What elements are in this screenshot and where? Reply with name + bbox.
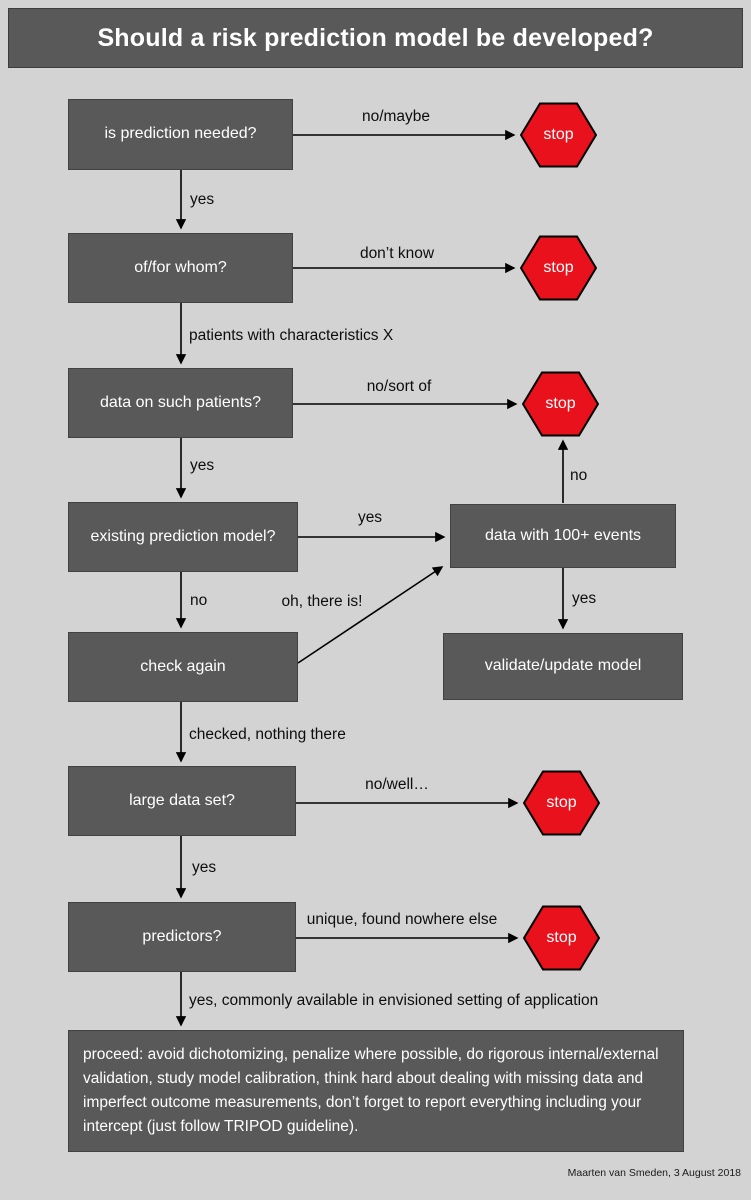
node-label: is prediction needed? [104, 125, 257, 143]
credit-text: Maarten van Smeden, 3 August 2018 [567, 1167, 741, 1179]
node-label: of/for whom? [134, 258, 227, 276]
node-proceed-advice: proceed: avoid dichotomizing, penalize w… [68, 1030, 684, 1152]
node-is-prediction-needed: is prediction needed? [68, 99, 293, 170]
node-label: predictors? [142, 927, 222, 945]
stop-label: stop [546, 794, 577, 811]
node-check-again: check again [68, 632, 298, 702]
stop-sign-4: stop [523, 770, 600, 836]
stop-label: stop [546, 929, 577, 946]
edge-label-patients-characteristics: patients with characteristics X [189, 327, 394, 344]
edge-label-unique-found-nowhere: unique, found nowhere else [306, 911, 498, 928]
node-label: existing prediction model? [90, 527, 276, 545]
node-label: check again [140, 657, 226, 675]
stop-hexagon-icon [522, 371, 599, 437]
node-label: data on such patients? [99, 393, 261, 411]
stop-hexagon-icon [520, 102, 597, 168]
edge-label-no-sort-of: no/sort of [366, 378, 432, 395]
edge-label-yes-4: yes [572, 590, 597, 607]
node-validate-update-model: validate/update model [443, 633, 683, 700]
node-predictors: predictors? [68, 902, 296, 972]
node-data-on-such-patients: data on such patients? [68, 368, 293, 438]
edge-label-no-1: no [190, 592, 208, 609]
node-existing-prediction-model: existing prediction model? [68, 502, 298, 572]
stop-sign-3: stop [522, 371, 599, 437]
edge-label-yes-2: yes [190, 457, 215, 474]
page-title: Should a risk prediction model be develo… [97, 23, 654, 52]
stop-sign-2: stop [520, 235, 597, 301]
edge-label-yes-3: yes [357, 509, 383, 526]
stop-hexagon-icon [523, 770, 600, 836]
edge-label-checked-nothing-there: checked, nothing there [189, 726, 346, 743]
node-label: data with 100+ events [484, 526, 642, 544]
edge-label-dont-know: don’t know [359, 245, 435, 262]
node-label: proceed: avoid dichotomizing, penalize w… [83, 1046, 659, 1136]
edge-label-yes-1: yes [190, 191, 215, 208]
node-large-data-set: large data set? [68, 766, 296, 836]
stop-sign-5: stop [523, 905, 600, 971]
title-bar: Should a risk prediction model be develo… [8, 8, 743, 68]
node-data-with-100-events: data with 100+ events [450, 504, 676, 568]
node-label: large data set? [129, 791, 235, 809]
edge-label-yes-5: yes [192, 859, 217, 876]
arrow-check-data100-diagonal [297, 566, 444, 664]
stop-hexagon-icon [520, 235, 597, 301]
edge-label-no-maybe: no/maybe [361, 108, 431, 125]
stop-label: stop [543, 259, 574, 276]
node-of-for-whom: of/for whom? [68, 233, 293, 303]
node-label: validate/update model [484, 657, 642, 675]
stop-label: stop [545, 395, 576, 412]
stop-hexagon-icon [523, 905, 600, 971]
edge-label-oh-there-is: oh, there is! [281, 593, 363, 610]
edge-label-yes-commonly-available: yes, commonly available in envisioned se… [189, 992, 599, 1009]
edge-label-no-well: no/well… [365, 776, 429, 793]
stop-label: stop [543, 126, 574, 143]
edge-label-no-2: no [570, 467, 588, 484]
stop-sign-1: stop [520, 102, 597, 168]
